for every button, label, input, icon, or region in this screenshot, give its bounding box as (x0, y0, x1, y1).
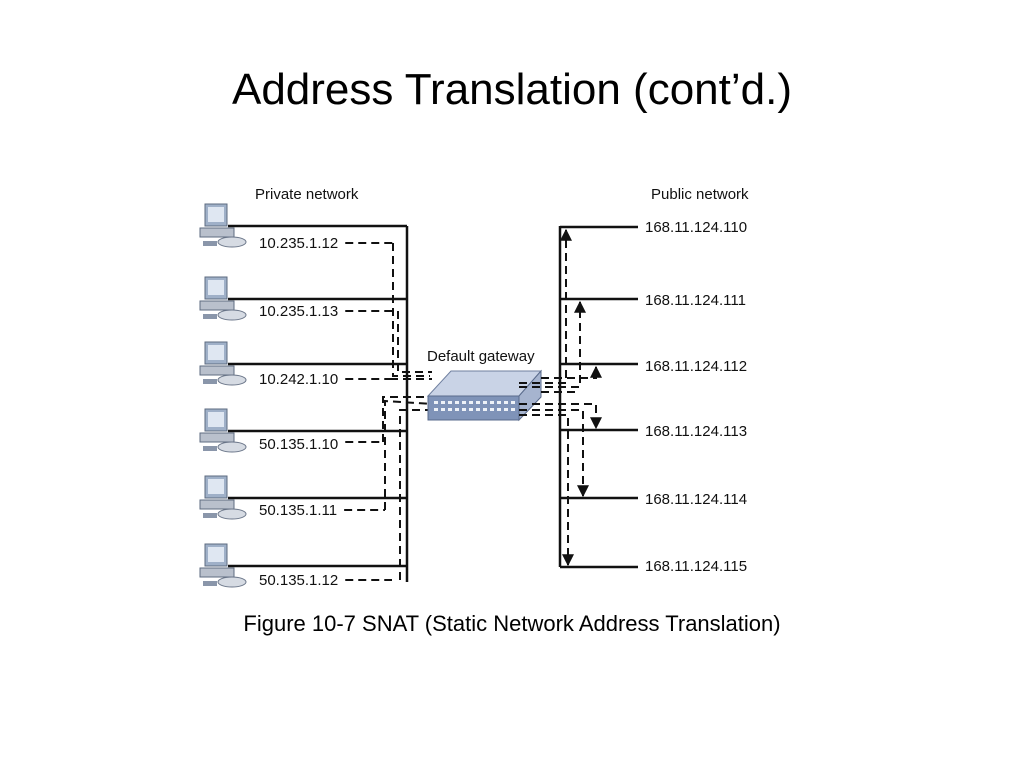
private-ip-label: 10.242.1.10 (259, 371, 338, 388)
public-address: 168.11.124.114 (560, 491, 747, 508)
public-ip-label: 168.11.124.110 (645, 219, 747, 236)
gateway-ports (434, 401, 515, 411)
computer-icon (199, 475, 247, 520)
private-host: 10.242.1.10 (199, 341, 407, 388)
private-host: 50.135.1.11 (199, 475, 407, 520)
public-address: 168.11.124.112 (560, 358, 747, 375)
public-route (519, 403, 602, 430)
public-network: 168.11.124.110 168.11.124.111 168.11.124.1… (560, 219, 747, 575)
private-dashed-routes (382, 243, 433, 580)
private-host: 50.135.1.12 (199, 543, 407, 589)
public-address: 168.11.124.110 (560, 219, 747, 236)
public-route (519, 409, 589, 498)
computer-icon (199, 276, 247, 321)
public-ip-label: 168.11.124.115 (645, 558, 747, 575)
private-ip-label: 50.135.1.11 (259, 502, 337, 519)
public-route (541, 390, 577, 393)
public-network-label: Public network (651, 186, 749, 203)
private-route (392, 243, 430, 377)
gateway-label: Default gateway (427, 348, 535, 365)
computer-icon (199, 203, 247, 248)
public-dashed-routes (519, 228, 602, 567)
private-route (382, 396, 432, 442)
computer-icon (199, 341, 247, 386)
public-ip-label: 168.11.124.111 (645, 292, 746, 309)
private-route (399, 409, 430, 580)
private-route (397, 311, 432, 373)
private-ip-label: 50.135.1.12 (259, 572, 338, 589)
public-route (519, 414, 574, 567)
slide-title: Address Translation (cont’d.) (231, 65, 793, 114)
public-ip-label: 168.11.124.112 (645, 358, 747, 375)
private-host: 10.235.1.13 (199, 276, 407, 321)
private-route (384, 399, 433, 510)
private-network-label: Private network (255, 186, 359, 203)
computer-icon (199, 408, 247, 453)
public-address: 168.11.124.111 (560, 292, 746, 309)
public-route (519, 300, 586, 388)
computer-icon (199, 543, 247, 588)
private-host: 50.135.1.10 (199, 408, 407, 453)
public-ip-label: 168.11.124.114 (645, 491, 747, 508)
private-network: 10.235.1.12 10.235.1.13 10.242.1.10 50.135.… (199, 203, 407, 589)
public-address: 168.11.124.115 (560, 558, 747, 575)
figure-caption: Figure 10-7 SNAT (Static Network Address… (243, 611, 781, 636)
public-route (541, 365, 602, 379)
public-address: 168.11.124.113 (560, 423, 747, 440)
private-host: 10.235.1.12 (199, 203, 407, 252)
private-ip-label: 10.235.1.12 (259, 235, 338, 252)
public-ip-label: 168.11.124.113 (645, 423, 747, 440)
private-ip-label: 10.235.1.13 (259, 303, 338, 320)
private-ip-label: 50.135.1.10 (259, 436, 338, 453)
public-route (519, 228, 572, 384)
